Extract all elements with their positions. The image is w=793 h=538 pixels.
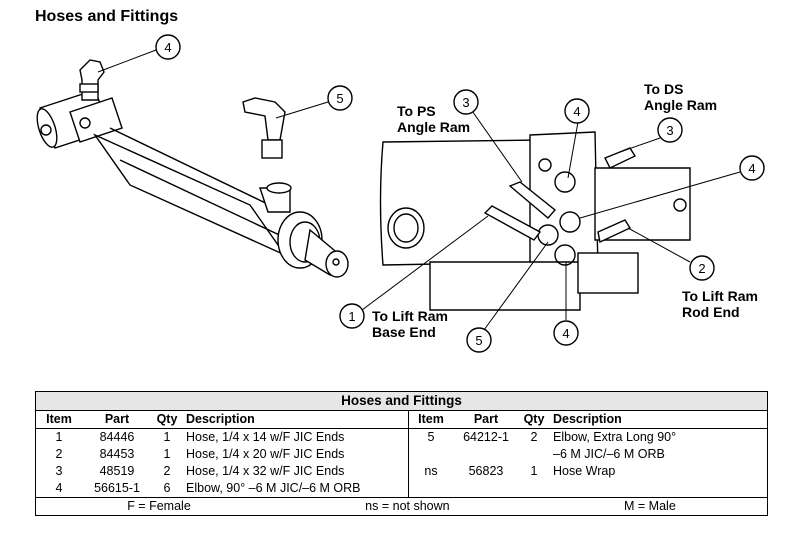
callout-4: 4 [573,104,580,119]
cell-part [453,446,519,463]
cell-qty: 1 [530,464,538,478]
table-row: 2 84453 1 Hose, 1/4 x 20 w/F JIC Ends –6… [35,446,768,463]
cell-item [408,446,453,463]
callout-2: 2 [698,261,705,276]
cell-qty: 1 [163,447,171,461]
leader-lines [97,49,741,331]
callout-1: 1 [348,309,355,324]
cell-description: –6 M JIC/–6 M ORB [549,446,768,463]
col-header-qty: Qty [519,410,549,429]
cell-part: 56823 [468,464,504,478]
cell-description: Hose Wrap [549,463,768,480]
cell-item: ns [408,463,453,480]
cell-item: 4 [35,480,82,498]
footnote-not-shown: ns = not shown [365,499,450,513]
cell-description: Hose, 1/4 x 32 w/F JIC Ends [186,464,345,478]
cell-qty: 6 [163,481,171,495]
cell-item: 5 [408,428,453,446]
callout-4: 4 [562,326,569,341]
cell-part: 84446 [99,430,135,444]
cell-item [408,480,453,498]
label-to-ps-line1: To PS [397,103,436,119]
footnote-female: F = Female [127,499,191,513]
table-footer: F = Female ns = not shown M = Male [35,497,768,516]
elbow-fitting [79,59,105,101]
cell-qty [519,480,549,498]
parts-diagram: 4 5 3 4 3 4 2 1 5 4 To PS Angle Ram To D… [36,34,765,353]
cell-description [549,480,768,498]
table-title: Hoses and Fittings [35,391,768,411]
cell-qty: 2 [163,464,171,478]
label-to-ds-line2: Angle Ram [644,97,717,113]
cell-qty [519,446,549,463]
col-header-part: Part [82,410,152,429]
callout-4: 4 [164,40,171,55]
valve-block [379,131,691,311]
callout-5: 5 [475,333,482,348]
callout-circles [155,34,765,353]
label-base-end-line2: Base End [372,324,436,340]
cell-item: 3 [35,463,82,480]
label-to-ds-line1: To DS [644,81,683,97]
cell-description: Elbow, 90° –6 M JIC/–6 M ORB [186,481,361,495]
callout-5: 5 [336,91,343,106]
cell-part: 48519 [99,464,135,478]
table-row: 3 48519 2 Hose, 1/4 x 32 w/F JIC Ends ns… [35,463,768,480]
col-header-description: Description [549,410,768,429]
col-header-description: Description [182,410,409,429]
cell-part: 84453 [99,447,135,461]
cell-description: Hose, 1/4 x 14 w/F JIC Ends [186,430,345,444]
cell-item: 2 [35,446,82,463]
callout-3: 3 [666,123,673,138]
col-header-item: Item [408,410,453,429]
table-row: 1 84446 1 Hose, 1/4 x 14 w/F JIC Ends 5 … [35,428,768,446]
col-header-item: Item [35,410,82,429]
callout-4: 4 [748,161,755,176]
label-base-end-line1: To Lift Ram [372,308,448,324]
page-title: Hoses and Fittings [35,8,179,25]
label-rod-end-line2: Rod End [682,304,740,320]
extra-long-elbow [242,97,286,159]
cell-item: 1 [35,428,82,446]
label-to-ps-line2: Angle Ram [397,119,470,135]
cell-qty: 1 [163,430,171,444]
cell-part: 64212-1 [463,430,509,444]
col-header-qty: Qty [152,410,182,429]
callout-3: 3 [462,95,469,110]
parts-table: Hoses and Fittings Item Part Qty Descrip… [35,391,768,516]
cell-part [453,480,519,498]
col-header-part: Part [453,410,519,429]
cell-qty: 2 [530,430,538,444]
cell-description: Hose, 1/4 x 20 w/F JIC Ends [186,447,345,461]
label-rod-end-line1: To Lift Ram [682,288,758,304]
cell-part: 56615-1 [94,481,140,495]
table-row: 4 56615-1 6 Elbow, 90° –6 M JIC/–6 M ORB [35,480,768,498]
lift-cylinder [36,89,349,278]
cell-description: Elbow, Extra Long 90° [549,428,768,446]
footnote-male: M = Male [624,499,676,513]
